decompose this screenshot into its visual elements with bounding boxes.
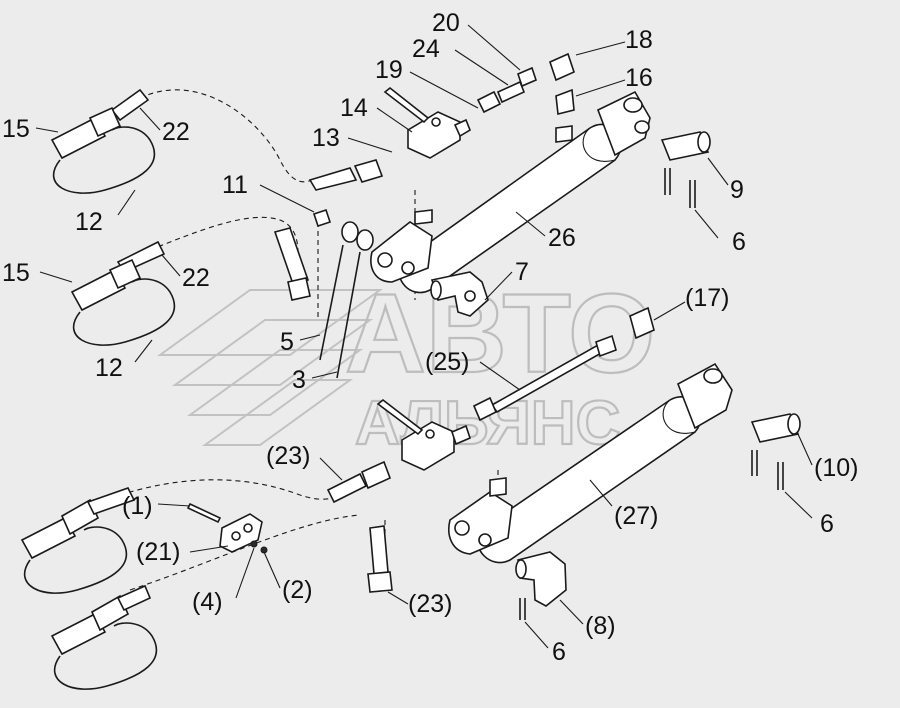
callout-3: 3 bbox=[292, 366, 306, 394]
callout-1: (1) bbox=[122, 492, 153, 520]
callout-numbers: 20 24 18 19 16 14 15 22 13 9 11 12 26 6 … bbox=[2, 9, 858, 666]
callout-12-upper: 12 bbox=[75, 208, 103, 236]
coupler-15-upper bbox=[50, 106, 156, 194]
hose-end-13 bbox=[308, 159, 384, 191]
bracket-8 bbox=[515, 551, 567, 620]
callout-22-upper: 22 bbox=[162, 118, 190, 146]
callout-2: (2) bbox=[282, 576, 313, 604]
coupler-lower-1 bbox=[20, 487, 136, 594]
callout-13: 13 bbox=[312, 124, 340, 152]
coupler-15-middle bbox=[70, 258, 176, 346]
valve-lower bbox=[376, 398, 471, 471]
leader-lines bbox=[35, 24, 813, 649]
callout-22-middle: 22 bbox=[182, 264, 210, 292]
callout-6-lower: 6 bbox=[552, 638, 566, 666]
callout-18: 18 bbox=[625, 26, 653, 54]
callout-4: (4) bbox=[192, 588, 223, 616]
callout-15-upper: 15 bbox=[2, 115, 30, 143]
callout-23-lower: (23) bbox=[408, 590, 452, 618]
callout-6-upper: 6 bbox=[732, 228, 746, 256]
bracket-7 bbox=[430, 271, 489, 317]
cylinder-26 bbox=[370, 90, 651, 294]
callout-14: 14 bbox=[340, 94, 368, 122]
callout-7: 7 bbox=[515, 258, 529, 286]
rod-25 bbox=[472, 306, 655, 422]
callout-27: (27) bbox=[614, 502, 658, 530]
callout-8: (8) bbox=[585, 612, 616, 640]
callout-20: 20 bbox=[432, 9, 460, 37]
callout-11: 11 bbox=[222, 171, 248, 199]
pin-9 bbox=[660, 131, 711, 208]
callout-10: (10) bbox=[814, 454, 858, 482]
callout-19: 19 bbox=[375, 56, 403, 84]
callout-17: (17) bbox=[685, 284, 729, 312]
callout-9: 9 bbox=[730, 176, 744, 204]
callout-21: (21) bbox=[136, 538, 180, 566]
callout-12-middle: 12 bbox=[95, 354, 123, 382]
seal-rings bbox=[312, 208, 374, 379]
callout-24: 24 bbox=[412, 35, 440, 63]
callout-23-upper: (23) bbox=[266, 442, 310, 470]
callout-15-middle: 15 bbox=[2, 259, 30, 287]
cylinder-27 bbox=[448, 362, 733, 564]
callout-16: 16 bbox=[625, 64, 653, 92]
callout-5: 5 bbox=[280, 328, 294, 356]
watermark-line-1: АВТО bbox=[345, 271, 655, 396]
callout-26: 26 bbox=[548, 224, 576, 252]
fittings-upper bbox=[476, 52, 575, 115]
valve-14 bbox=[383, 86, 471, 159]
hose-end-23-lower bbox=[367, 525, 393, 593]
callout-25: (25) bbox=[425, 348, 469, 376]
hose-end-23-upper bbox=[326, 460, 392, 504]
plate-21 bbox=[186, 502, 268, 554]
coupler-lower-2 bbox=[50, 584, 158, 690]
pin-10 bbox=[750, 413, 801, 490]
callout-6-right: 6 bbox=[820, 510, 834, 538]
